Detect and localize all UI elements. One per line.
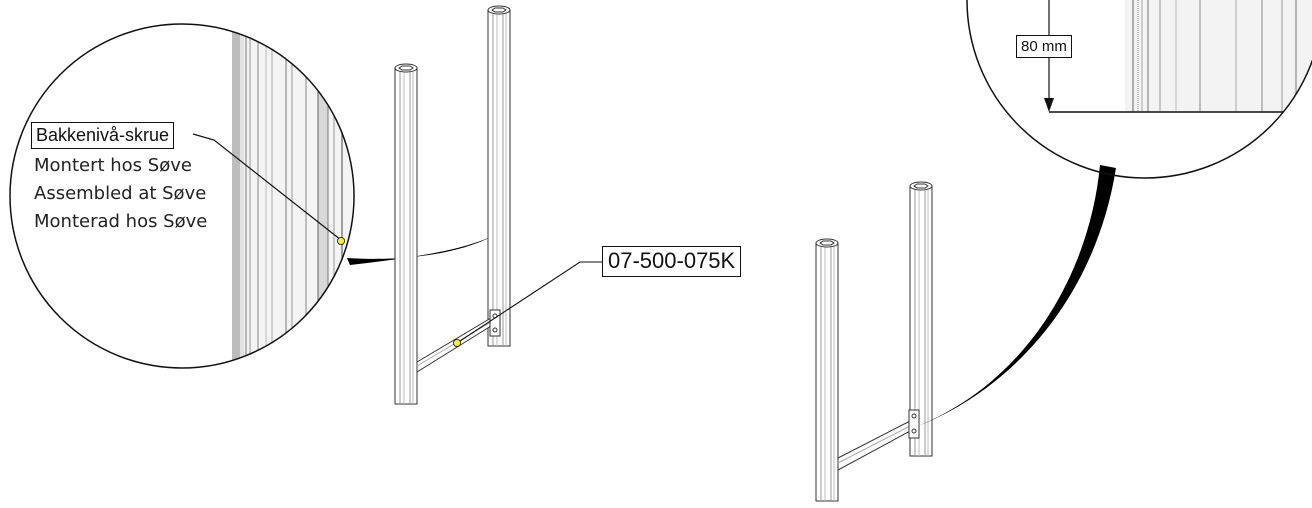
- front-post: [394, 63, 418, 405]
- left-post-assembly: [394, 5, 511, 405]
- right-rear-post: [909, 181, 933, 457]
- zoom-wedge-left: [347, 232, 500, 265]
- zoomed-post-bottom: [1044, 0, 1312, 113]
- note-assembled: Assembled at Søve: [34, 183, 207, 204]
- screw-label-text: Bakkenivå-skrue: [36, 125, 170, 145]
- right-front-post: [815, 238, 839, 502]
- dimension-label-box: 80 mm: [1016, 35, 1072, 58]
- part-number-text: 07-500-075K: [608, 248, 736, 273]
- zoom-wedge-right: [918, 165, 1116, 426]
- screw-label-box: Bakkenivå-skrue: [31, 122, 175, 149]
- rear-post: [487, 5, 511, 347]
- dimension-text: 80 mm: [1021, 38, 1067, 55]
- note-monterad: Monterad hos Søve: [34, 211, 208, 232]
- zoom-circle-left: [9, 23, 355, 369]
- right-post-assembly: [815, 181, 933, 502]
- zoom-circle-right: [966, 0, 1312, 179]
- screw-leader-line: [192, 133, 342, 241]
- part-leader-line: [456, 261, 602, 344]
- part-marker: [452, 338, 461, 347]
- zoomed-post-profile: [232, 24, 352, 368]
- screw-marker: [336, 236, 345, 245]
- dimension-arrowhead: [1044, 98, 1054, 112]
- note-montert: Montert hos Søve: [34, 155, 192, 176]
- detail-zoom-right: [966, 0, 1312, 179]
- part-number-box: 07-500-075K: [602, 246, 742, 277]
